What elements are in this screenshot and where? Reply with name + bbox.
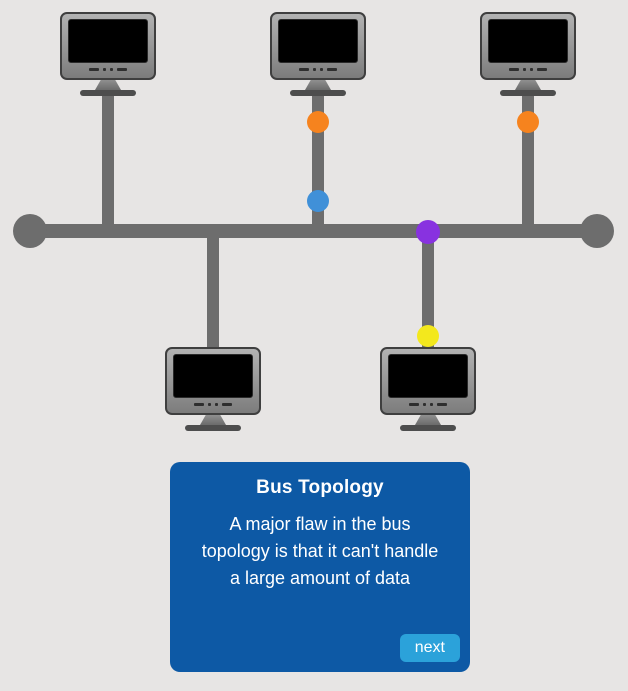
- monitor-stand-base: [400, 425, 456, 431]
- monitor-screen: [68, 19, 148, 63]
- bus-terminator-left: [13, 214, 47, 248]
- monitor-bezel: [60, 12, 156, 80]
- monitor-stand-neck: [305, 80, 331, 90]
- orange-dot-top-right: [517, 111, 539, 133]
- computer-monitor-bottom-left: [165, 347, 261, 431]
- next-button[interactable]: next: [399, 634, 460, 662]
- card-title: Bus Topology: [256, 477, 384, 498]
- monitor-bezel: [270, 12, 366, 80]
- monitor-bezel: [380, 347, 476, 415]
- monitor-control-buttons: [488, 63, 568, 75]
- monitor-screen: [173, 354, 253, 398]
- monitor-screen: [388, 354, 468, 398]
- info-card: Bus Topology A major flaw in the bus top…: [170, 462, 470, 672]
- computer-monitor-top-right: [480, 12, 576, 96]
- yellow-dot-bottom-right: [417, 325, 439, 347]
- monitor-stand-base: [290, 90, 346, 96]
- monitor-stand-neck: [200, 415, 226, 425]
- monitor-screen: [278, 19, 358, 63]
- bus-terminator-right: [580, 214, 614, 248]
- monitor-control-buttons: [173, 398, 253, 410]
- computer-monitor-top-left: [60, 12, 156, 96]
- monitor-control-buttons: [278, 63, 358, 75]
- computer-monitor-top-middle: [270, 12, 366, 96]
- blue-dot-top-middle: [307, 190, 329, 212]
- monitor-stand-base: [185, 425, 241, 431]
- monitor-stand-base: [80, 90, 136, 96]
- monitor-control-buttons: [388, 398, 468, 410]
- computer-monitor-bottom-right: [380, 347, 476, 431]
- card-body: A major flaw in the bus topology is that…: [201, 514, 439, 588]
- drop-cable-bottom-left: [207, 230, 219, 352]
- monitor-stand-neck: [515, 80, 541, 90]
- drop-cable-bottom-right: [422, 230, 434, 352]
- drop-cable-top-left: [102, 92, 114, 232]
- orange-dot-top-middle: [307, 111, 329, 133]
- monitor-bezel: [480, 12, 576, 80]
- monitor-bezel: [165, 347, 261, 415]
- monitor-stand-neck: [415, 415, 441, 425]
- monitor-stand-neck: [95, 80, 121, 90]
- monitor-control-buttons: [68, 63, 148, 75]
- monitor-screen: [488, 19, 568, 63]
- bus-cable: [30, 224, 598, 238]
- monitor-stand-base: [500, 90, 556, 96]
- purple-dot-bus: [416, 220, 440, 244]
